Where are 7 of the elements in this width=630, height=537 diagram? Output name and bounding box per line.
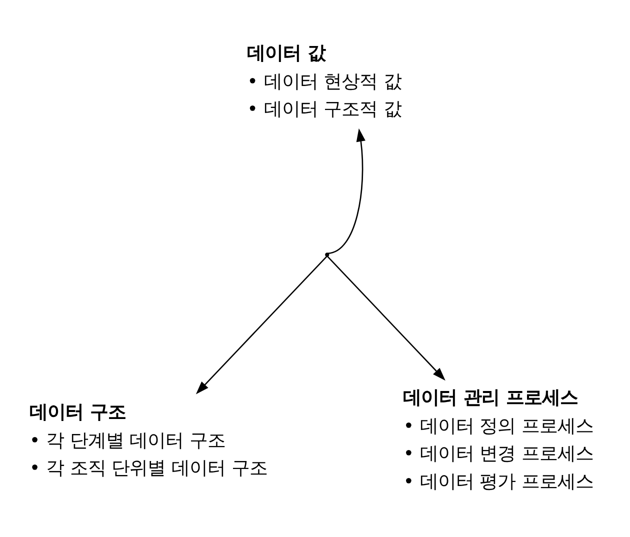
node-text: 데이터 값 • 데이터 현상적 값 • 데이터 구조적 값 [247, 42, 402, 120]
node-point [325, 252, 330, 257]
node-text: 데이터 구조 • 각 단계별 데이터 구조 • 각 조직 단위별 데이터 구조 [29, 402, 268, 480]
arrow [328, 128, 366, 254]
arrow [326, 256, 446, 381]
arrow [196, 256, 328, 394]
node-text: 데이터 관리 프로세스 • 데이터 정의 프로세스 • 데이터 변경 프로세스 • 데이터 평가 프로세스 [403, 387, 594, 492]
